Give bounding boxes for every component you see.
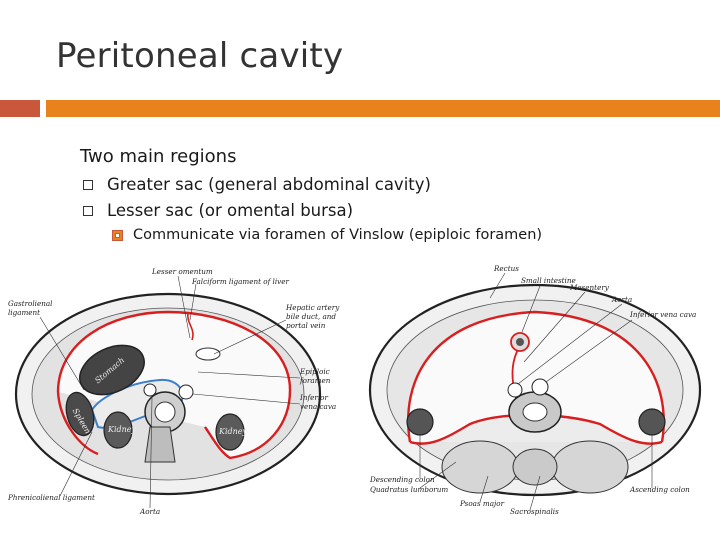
title-accent-bar-left [0, 100, 40, 117]
sub-bullet-item: Communicate via foramen of Vinslow (epip… [112, 227, 542, 243]
lower-abdomen-cross-section-figure: Rectus Small intestine Mesentery Aorta I… [368, 264, 702, 516]
kidney-right-label: Kidney [218, 427, 248, 436]
sub-bullet-text: Communicate via foramen of Vinslow (epip… [133, 227, 543, 243]
quadratus-lumborum-label: Quadratus lumborum [370, 485, 448, 494]
filled-square-bullet-icon [112, 229, 123, 241]
aorta-label: Aorta [139, 507, 160, 516]
slide-title: Peritoneal cavity [56, 36, 344, 76]
hollow-square-bullet-icon [83, 179, 93, 190]
descending-colon-label: Descending colon [369, 475, 435, 484]
bullet-list: Two main regions Greater sac (general ab… [80, 146, 542, 243]
ascending-colon-label: Ascending colon [629, 485, 690, 494]
aorta-label: Aorta [611, 295, 632, 304]
epiploic-foramen-label-line1: Epiploic [299, 367, 330, 376]
hepatic-artery-label-line3: portal vein [286, 321, 326, 330]
psoas-major-label: Psoas major [459, 499, 505, 508]
bullet-heading: Two main regions [80, 146, 237, 167]
hepatic-artery-label-line2: bile duct, and [286, 312, 336, 321]
epiploic-foramen-label-line2: foramen [299, 376, 331, 385]
gastrolienal-label-line1: Gastrolienal [8, 299, 52, 308]
upper-abdomen-cross-section-figure: Stomach Spleen Kidney Kidney Lesser omen… [7, 267, 340, 516]
hepatic-artery-label-line1: Hepatic artery [285, 303, 340, 312]
hollow-square-bullet-icon [83, 205, 93, 216]
kidney-left-label: Kidney [107, 425, 137, 434]
lesser-omentum-label: Lesser omentum [151, 267, 213, 276]
bullet-text: Lesser sac (or omental bursa) [107, 201, 354, 220]
inferior-vena-cava-label-line1: Inferior [299, 393, 328, 402]
bullet-text: Greater sac (general abdominal cavity) [107, 175, 431, 194]
falciform-ligament-label: Falciform ligament of liver [191, 277, 289, 286]
gastrolienal-label-line2: ligament [8, 308, 40, 317]
mesentery-label: Mesentery [569, 283, 610, 292]
sacrospinalis-label: Sacrospinalis [510, 507, 559, 516]
phrenicolienal-ligament-label: Phrenicolienal ligament [7, 493, 95, 502]
small-intestine-label: Small intestine [521, 276, 576, 285]
title-accent-bar-right [46, 100, 720, 117]
bullet-item: Greater sac (general abdominal cavity) [80, 175, 542, 194]
inferior-vena-cava-label: Inferior vena cava [629, 310, 696, 319]
bullet-item: Lesser sac (or omental bursa) [80, 201, 542, 220]
rectus-label: Rectus [493, 264, 519, 273]
inferior-vena-cava-label-line2: vena cava [300, 402, 336, 411]
